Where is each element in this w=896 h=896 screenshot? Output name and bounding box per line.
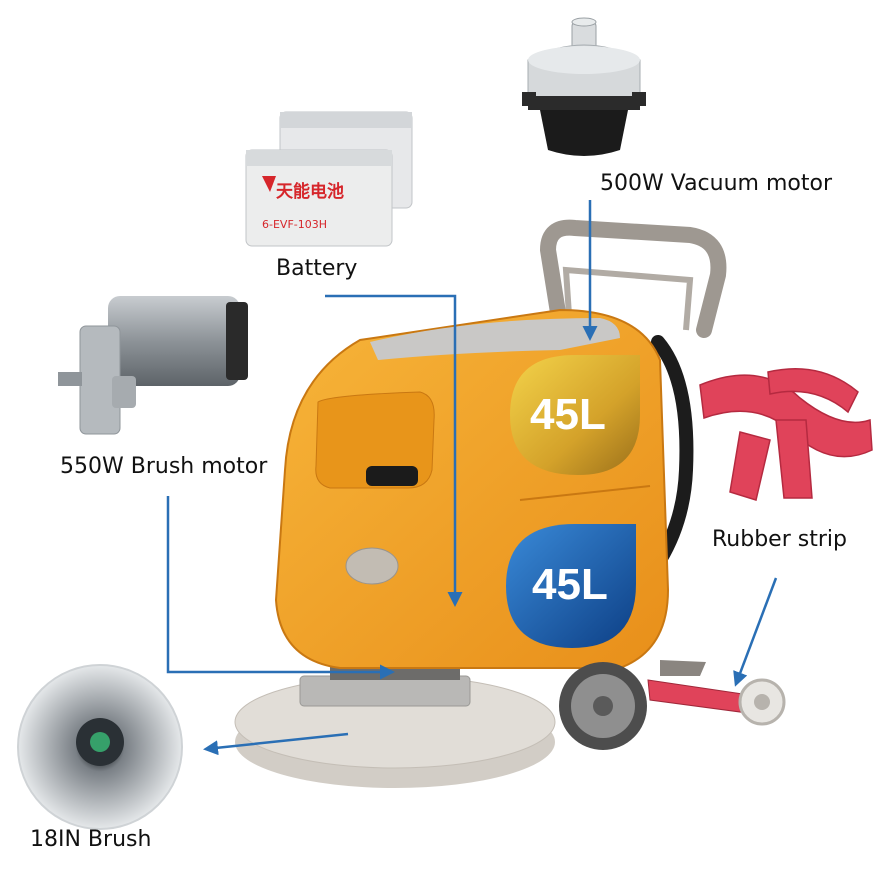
callout-arrows	[166, 200, 778, 756]
vacuum-motor-image	[522, 17, 646, 156]
arrow-battery	[325, 294, 463, 607]
rubber-strip-label: Rubber strip	[712, 527, 847, 552]
squeegee	[647, 660, 786, 726]
battery-image	[245, 111, 413, 247]
dirty-water-tank-badge	[506, 524, 636, 648]
battery-label: Battery	[276, 256, 358, 281]
clean-water-tank-label: 45L	[530, 390, 606, 439]
brush-deck	[234, 664, 556, 788]
battery-model-text: 6-EVF-103H	[262, 218, 328, 231]
brush-motor-label: 550W Brush motor	[60, 454, 268, 479]
arrow-rubber-strip	[733, 577, 778, 687]
arrow-brush-motor	[166, 496, 395, 680]
handle	[539, 219, 727, 338]
vacuum-motor-label: 500W Vacuum motor	[600, 171, 832, 196]
dirty-water-tank-label: 45L	[532, 560, 608, 609]
brush-label: 18IN Brush	[30, 827, 152, 852]
clean-water-tank-badge	[510, 355, 640, 475]
brush-motor-image	[58, 296, 248, 435]
arrow-brush	[203, 732, 349, 756]
rubber-strip-image	[699, 368, 873, 501]
brush-disk-image	[17, 664, 183, 830]
hose	[651, 335, 694, 567]
battery-brand-text: 天能电池	[276, 182, 344, 202]
rear-wheel	[559, 662, 647, 750]
